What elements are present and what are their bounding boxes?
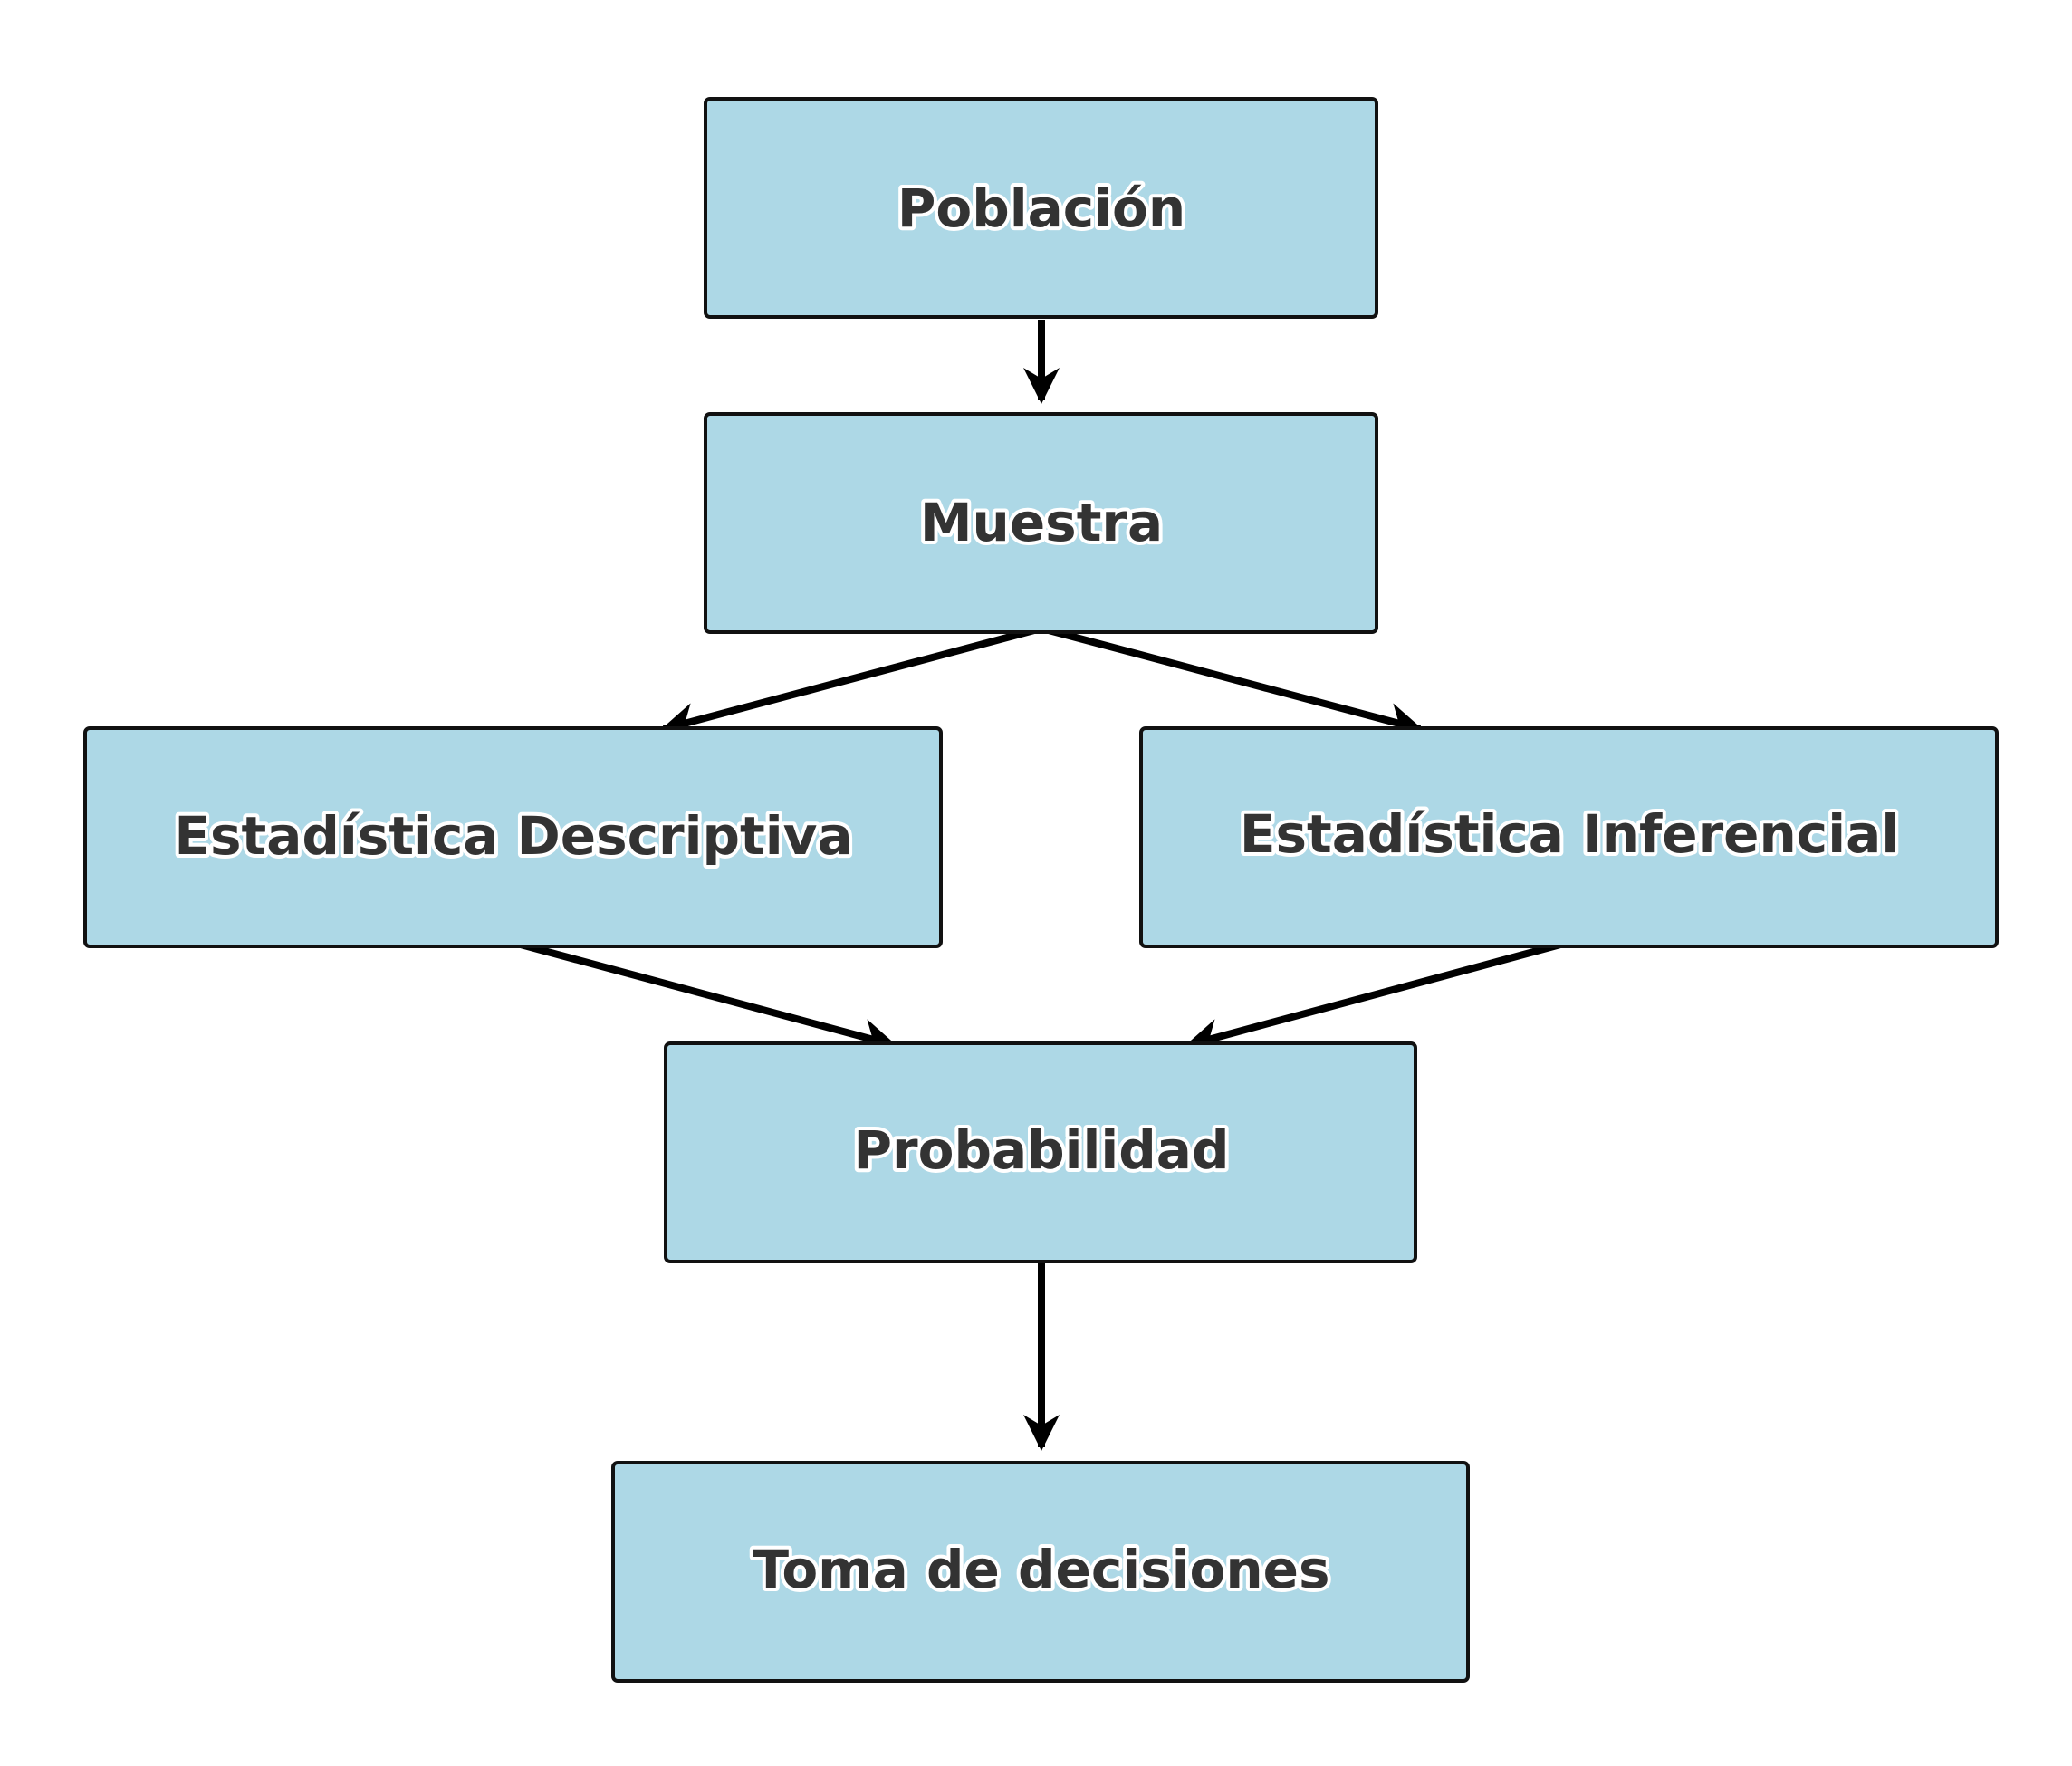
node-muestra-label: Muestra (920, 492, 1163, 553)
node-decisiones-box (611, 1461, 1470, 1683)
node-probabilidad-label: Probabilidad (854, 1119, 1230, 1181)
node-poblacion: Población (704, 97, 1378, 319)
edges (519, 320, 1562, 1451)
edge-descriptiva-to-probabilidad (519, 941, 897, 1054)
node-inferencial-box (1139, 726, 1999, 948)
edge-muestra-to-descriptiva (660, 627, 1036, 739)
node-muestra-box (704, 412, 1378, 634)
node-poblacion-box (704, 97, 1378, 319)
node-inferencial: Estadística Inferencial (1139, 726, 1999, 948)
node-descriptiva-box (83, 726, 943, 948)
node-decisiones-label: Toma de decisiones (753, 1539, 1329, 1600)
node-descriptiva: Estadística Descriptiva (83, 726, 943, 948)
node-poblacion-label: Población (897, 178, 1185, 239)
node-muestra: Muestra (704, 412, 1378, 634)
node-decisiones: Toma de decisiones (611, 1461, 1470, 1683)
nodes: Población Muestra Estadística Descriptiv… (83, 97, 1999, 1683)
edge-muestra-to-inferencial (1047, 627, 1424, 739)
node-inferencial-label: Estadística Inferencial (1240, 803, 1899, 865)
node-probabilidad-box (664, 1041, 1417, 1263)
edge-inferencial-to-probabilidad (1185, 941, 1562, 1054)
node-descriptiva-label: Estadística Descriptiva (174, 805, 852, 867)
node-probabilidad: Probabilidad (664, 1041, 1417, 1263)
